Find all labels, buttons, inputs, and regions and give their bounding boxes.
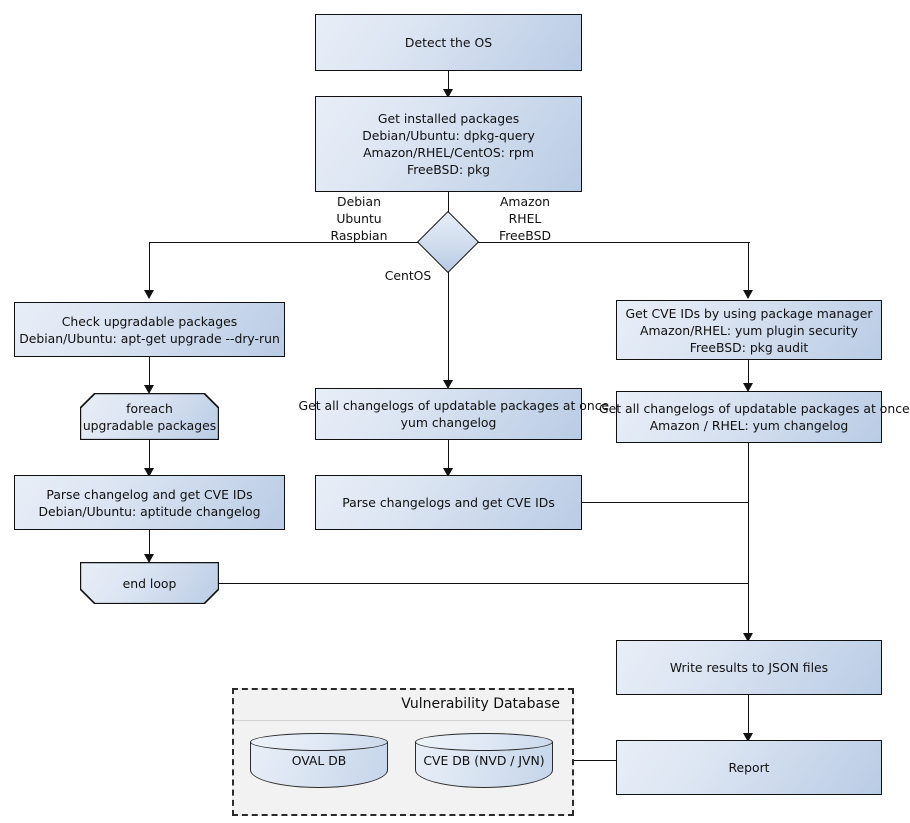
arrowhead-changelogs-to-parse [443, 468, 453, 477]
node-get-changelogs-rhel-line1: Get all changelogs of updatable packages… [599, 401, 910, 416]
arrowhead-decision-to-cveids [743, 290, 753, 299]
edge-label-left-branch: Debian Ubuntu Raspbian [330, 194, 388, 243]
cylinder-top [415, 733, 553, 751]
edge-label-right-branch: Amazon RHEL FreeBSD [499, 194, 551, 243]
arrowhead-parse-to-endloop [144, 554, 154, 563]
connector-detect-to-packages [448, 71, 450, 95]
database-oval-db[interactable]: OVAL DB [250, 733, 388, 788]
group-title-label: Vulnerability Database [401, 696, 560, 712]
connector-parse-to-endloop [149, 530, 151, 561]
node-get-installed-packages[interactable]: Get installed packages Debian/Ubuntu: dp… [315, 96, 582, 192]
connector-changelogs-to-parse [448, 440, 450, 474]
edge-label-center-branch: CentOS [384, 268, 432, 283]
node-get-cve-ids-pkgmgr-line2: Amazon/RHEL: yum plugin security [640, 322, 858, 338]
arrowhead-check-to-foreach [144, 385, 154, 394]
connector-check-to-foreach [149, 357, 151, 391]
node-foreach-loop[interactable]: foreach upgradable packages [80, 393, 219, 440]
connector-right-bus-to-write [748, 443, 750, 639]
node-parse-changelog-debian[interactable]: Parse changelog and get CVE IDs Debian/U… [14, 475, 285, 530]
connector-decision-centos [448, 257, 450, 385]
database-oval-db-label: OVAL DB [291, 753, 347, 768]
node-get-installed-packages-line4: FreeBSD: pkg [406, 162, 490, 177]
arrowhead-cveids-to-changelogs [743, 383, 753, 392]
node-get-changelogs-centos[interactable]: Get all changelogs of updatable packages… [299, 388, 609, 440]
node-foreach-loop-line1: foreach [126, 400, 173, 416]
node-end-loop-label: end loop [122, 575, 177, 591]
connector-cvedb-to-report [573, 760, 617, 762]
node-check-upgradable-line1: Check upgradable packages [61, 313, 238, 329]
connector-endloop-to-bus [219, 583, 749, 585]
node-get-changelogs-rhel[interactable]: Get all changelogs of updatable packages… [599, 391, 910, 443]
node-get-cve-ids-pkgmgr-line1: Get CVE IDs by using package manager [625, 305, 873, 321]
node-write-results[interactable]: Write results to JSON files [616, 640, 882, 695]
node-get-installed-packages-line3: Amazon/RHEL/CentOS: rpm [363, 145, 534, 160]
node-write-results-label: Write results to JSON files [669, 660, 829, 675]
node-report[interactable]: Report [616, 740, 882, 795]
connector-parsecenter-to-bus [582, 502, 749, 504]
connector-right-drop [748, 242, 750, 294]
node-get-cve-ids-pkgmgr-line3: FreeBSD: pkg audit [689, 339, 809, 355]
node-get-changelogs-centos-line2: yum changelog [400, 415, 497, 430]
node-check-upgradable-line2: Debian/Ubuntu: apt-get upgrade --dry-run [19, 330, 280, 346]
arrowhead-detect-to-packages [443, 89, 453, 98]
node-get-installed-packages-line2: Debian/Ubuntu: dpkg-query [362, 128, 535, 143]
node-detect-os-label: Detect the OS [404, 35, 493, 50]
node-parse-changelogs-centos-label: Parse changelogs and get CVE IDs [342, 495, 555, 510]
node-report-label: Report [728, 760, 770, 775]
node-check-upgradable[interactable]: Check upgradable packages Debian/Ubuntu:… [14, 302, 285, 357]
arrowhead-decision-to-changelogs [443, 380, 453, 389]
node-end-loop[interactable]: end loop [80, 562, 219, 604]
node-detect-os[interactable]: Detect the OS [315, 14, 582, 71]
arrowhead-bus-to-write [743, 633, 753, 642]
node-get-cve-ids-pkgmgr[interactable]: Get CVE IDs by using package manager Ama… [616, 300, 882, 360]
connector-foreach-to-parse [149, 440, 151, 474]
database-cve-db-label: CVE DB (NVD / JVN) [423, 753, 545, 768]
connector-packages-to-decision [448, 192, 450, 228]
node-foreach-loop-line2: upgradable packages [82, 417, 217, 433]
node-parse-changelogs-centos[interactable]: Parse changelogs and get CVE IDs [315, 475, 582, 530]
arrowhead-foreach-to-parse [144, 468, 154, 477]
connector-write-to-report [748, 695, 750, 740]
cylinder-top [250, 733, 388, 751]
node-get-installed-packages-line1: Get installed packages [377, 111, 520, 126]
connector-left-drop [149, 242, 151, 294]
connector-cveids-to-changelogs [748, 360, 750, 390]
node-parse-changelog-debian-line1: Parse changelog and get CVE IDs [46, 486, 253, 502]
node-parse-changelog-debian-line2: Debian/Ubuntu: aptitude changelog [38, 503, 261, 519]
arrowhead-decision-to-check [144, 290, 154, 299]
group-title-divider [234, 720, 572, 721]
arrowhead-write-to-report [743, 733, 753, 742]
connector-decision-right-bus [470, 242, 750, 244]
database-cve-db[interactable]: CVE DB (NVD / JVN) [415, 733, 553, 788]
connector-decision-left-bus [149, 242, 426, 244]
node-get-changelogs-centos-line1: Get all changelogs of updatable packages… [298, 398, 610, 413]
node-get-changelogs-rhel-line2: Amazon / RHEL: yum changelog [649, 418, 849, 433]
